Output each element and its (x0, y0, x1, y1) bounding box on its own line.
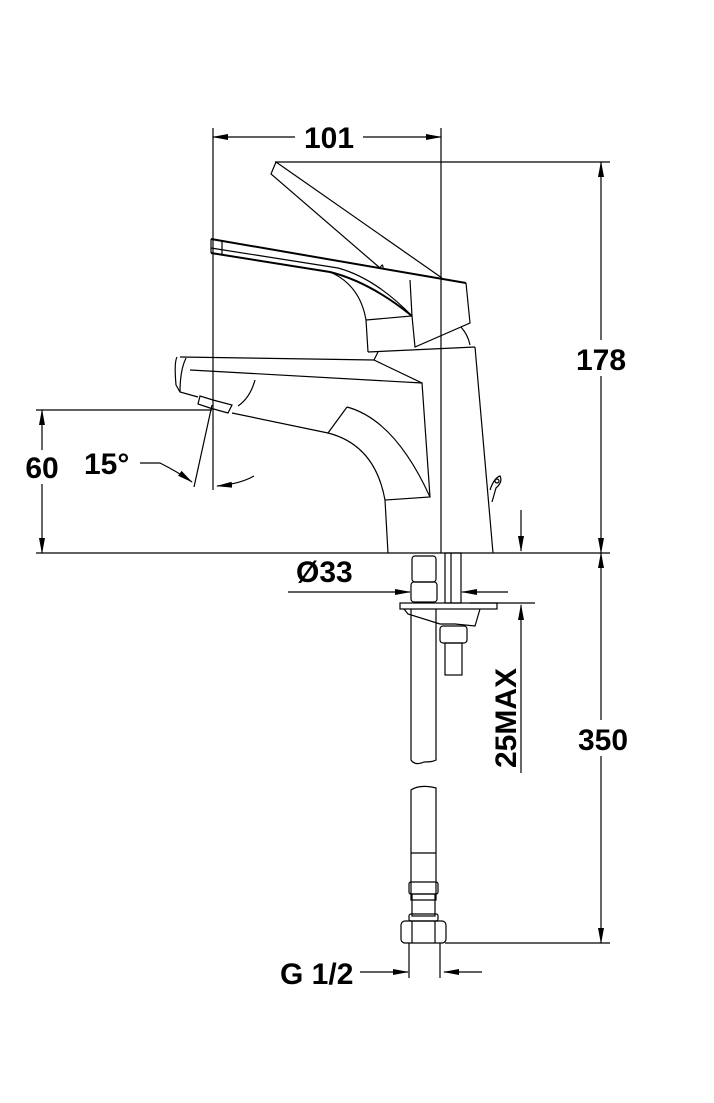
dimension-spout-height: 60 (20, 409, 64, 554)
extension-lines (36, 128, 610, 944)
dimension-label-178: 178 (576, 344, 626, 377)
dimension-body-diameter: Ø33 (288, 556, 508, 595)
dimension-label-15-degrees: 15° (84, 448, 129, 481)
dimension-total-height: 178 (568, 161, 634, 554)
dimension-label-350: 350 (578, 724, 628, 757)
dimension-label-101: 101 (304, 122, 354, 155)
dimension-label-d33: Ø33 (296, 556, 353, 589)
dimension-spout-angle: 15° (84, 404, 255, 488)
faucet-outline (174, 161, 502, 554)
mounting-assembly (399, 552, 498, 978)
dimension-hose-length: 350 (568, 552, 638, 944)
dimension-label-g-half: G 1/2 (280, 958, 353, 991)
dimension-deck-thickness: 25MAX (490, 510, 524, 773)
dimension-label-60: 60 (25, 452, 58, 485)
dimension-spout-reach: 101 (212, 118, 442, 155)
dimension-connection-thread: G 1/2 (280, 958, 482, 991)
dimension-label-25max: 25MAX (490, 668, 523, 768)
